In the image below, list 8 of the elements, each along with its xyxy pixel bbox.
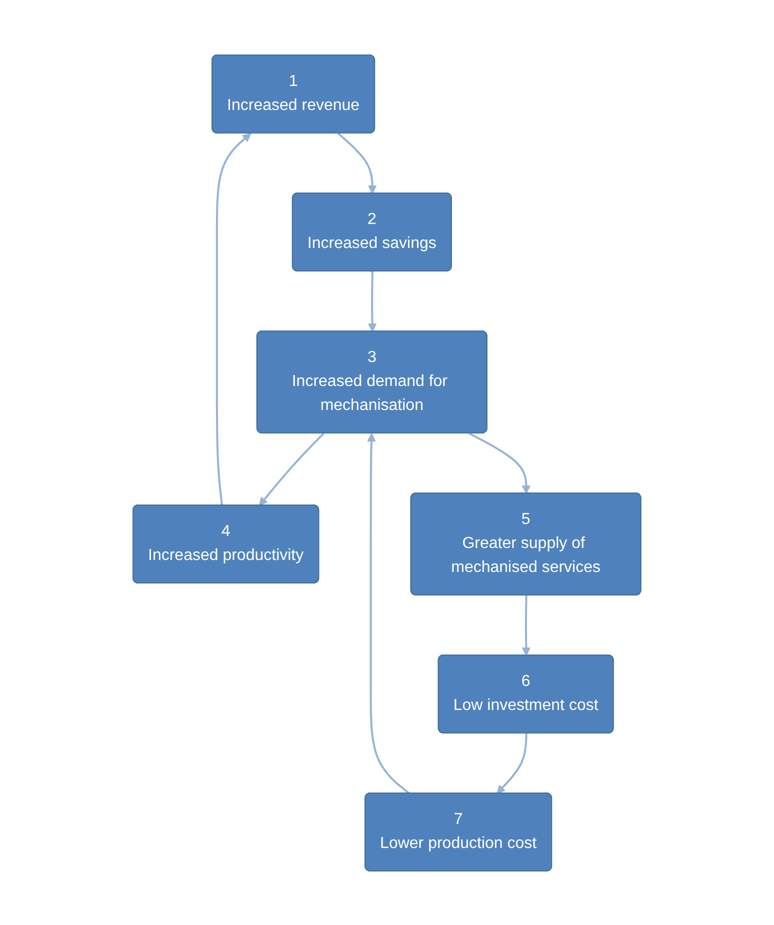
arrow: [496, 732, 528, 794]
arrow: [368, 270, 377, 332]
arrow: [367, 432, 410, 794]
arrow: [216, 132, 252, 506]
arrow: [338, 132, 377, 194]
arrow: [468, 432, 531, 494]
arrow: [522, 594, 531, 656]
arrow: [259, 432, 324, 506]
